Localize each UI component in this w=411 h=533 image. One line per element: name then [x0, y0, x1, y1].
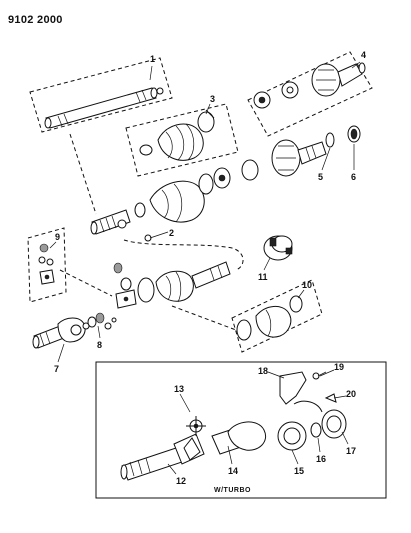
intermediate-shaft-7 — [32, 317, 90, 349]
callout-6: 6 — [351, 172, 356, 182]
callout-20: 20 — [346, 389, 356, 399]
seal-5 — [325, 132, 335, 148]
group-box-kit-9 — [27, 227, 67, 303]
boot-kit-10 — [236, 295, 303, 341]
callout-9: 9 — [55, 232, 60, 242]
leader-joint-to-inner — [123, 239, 244, 271]
outer-cv-assembly — [90, 139, 327, 235]
axle-shaft — [44, 87, 164, 129]
tripod-housing-11 — [263, 235, 293, 261]
callout-18: 18 — [258, 366, 268, 376]
callout-13: 13 — [174, 384, 184, 394]
callout-11: 11 — [258, 272, 268, 282]
inset-caption: W/TURBO — [214, 487, 251, 494]
kit-9-parts — [38, 243, 55, 285]
callout-19: 19 — [334, 362, 344, 372]
callout-7: 7 — [54, 364, 59, 374]
snap-ring-2 — [117, 219, 152, 242]
joint-kit-4 — [253, 62, 366, 109]
inset-callout-leaders — [167, 369, 349, 475]
callout-17: 17 — [346, 446, 356, 456]
leader-kit9 — [59, 269, 113, 297]
callout-1: 1 — [150, 54, 155, 64]
callout-10: 10 — [302, 280, 312, 290]
callout-leaders — [49, 61, 361, 363]
diagram-code: 9102 2000 — [8, 14, 63, 26]
callout-2: 2 — [169, 228, 174, 238]
group-box-shaft — [29, 57, 173, 133]
group-box-joint-kit-4 — [247, 51, 373, 137]
callout-12: 12 — [176, 476, 186, 486]
inner-cv-assembly — [113, 261, 231, 309]
clips-8 — [87, 312, 117, 330]
boot-kit-3 — [139, 109, 215, 161]
callout-4: 4 — [361, 50, 366, 60]
leader-shaft-to-joint — [69, 133, 97, 215]
callout-3: 3 — [210, 94, 215, 104]
callout-14: 14 — [228, 466, 238, 476]
callout-5: 5 — [318, 172, 323, 182]
group-box-kit-10 — [231, 279, 323, 353]
turbo-inset-frame — [95, 361, 387, 499]
callout-16: 16 — [316, 454, 326, 464]
callout-8: 8 — [97, 340, 102, 350]
turbo-inset-parts — [120, 371, 347, 481]
callout-15: 15 — [294, 466, 304, 476]
leader-kit10 — [171, 305, 237, 331]
